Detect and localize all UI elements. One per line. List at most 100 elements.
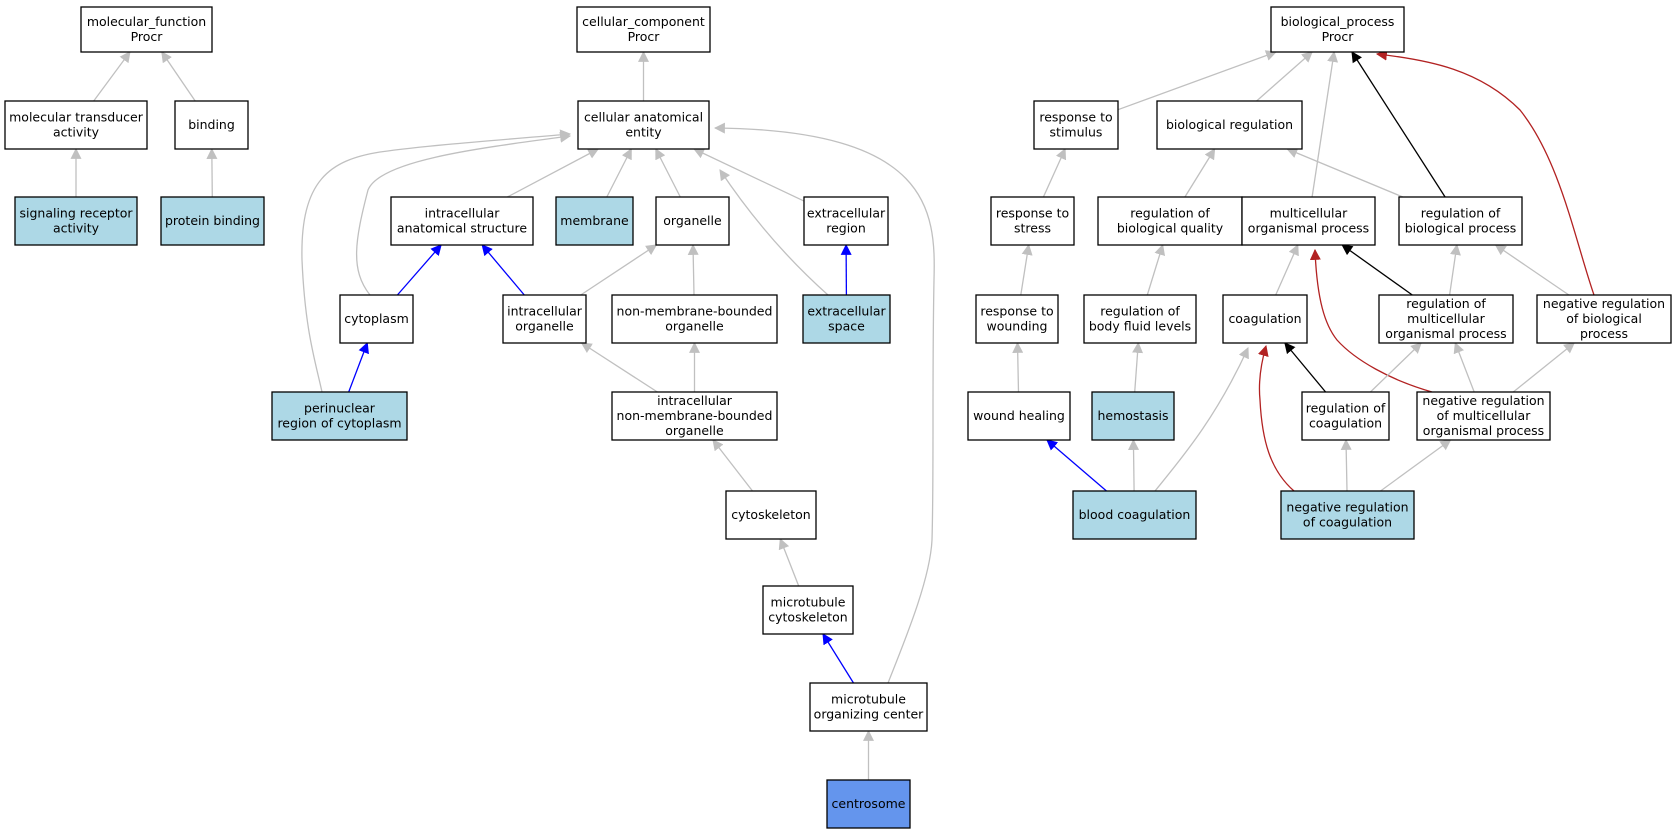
edge-nrc-to-coag <box>1257 344 1295 492</box>
node-breg[interactable]: biological regulation <box>1156 100 1303 150</box>
node-coag[interactable]: coagulation <box>1222 294 1308 344</box>
node-box <box>174 100 249 150</box>
node-label-line: regulation of <box>1100 304 1180 319</box>
edge-prc-to-cae <box>301 129 572 393</box>
node-box <box>655 196 730 246</box>
node-box <box>160 196 265 246</box>
edge-rcoag-to-coag <box>1284 342 1327 393</box>
node-label-line: perinuclear <box>304 401 376 416</box>
edge-nrbp-to-rbp <box>1494 244 1570 296</box>
node-label-line: membrane <box>560 213 629 228</box>
edge-io-to-organelle <box>580 244 658 296</box>
node-box <box>725 490 817 540</box>
node-label-line: intracellular <box>425 206 501 221</box>
edge-mta-to-mf <box>93 51 131 102</box>
edge-nmbo-to-organelle <box>687 243 699 296</box>
node-binding[interactable]: binding <box>174 100 249 150</box>
node-wh[interactable]: wound healing <box>967 391 1071 441</box>
edge-io-to-ias <box>481 244 525 296</box>
node-box <box>803 196 889 246</box>
node-label-line: wounding <box>987 319 1048 334</box>
node-label-line: hemostasis <box>1097 408 1168 423</box>
node-label-line: biological regulation <box>1166 117 1293 132</box>
node-box <box>339 294 414 344</box>
edge-mop-to-bp <box>1311 50 1339 198</box>
node-label-line: organismal process <box>1248 221 1369 236</box>
node-label-line: cytoplasm <box>344 311 409 326</box>
node-box <box>990 196 1075 246</box>
node-label-line: organelle <box>515 319 574 334</box>
node-centrosome[interactable]: centrosome <box>826 779 911 829</box>
node-membrane[interactable]: membrane <box>555 196 634 246</box>
edge-rmop-to-rbp <box>1448 243 1461 296</box>
node-cytoskeleton[interactable]: cytoskeleton <box>725 490 817 540</box>
node-label-line: Procr <box>628 29 661 44</box>
node-label-line: cytoskeleton <box>768 610 847 625</box>
node-label-line: molecular transducer <box>9 110 144 125</box>
node-box <box>390 196 534 246</box>
node-cytoplasm[interactable]: cytoplasm <box>339 294 414 344</box>
node-label-line: non-membrane-bounded <box>617 408 773 423</box>
node-hemo[interactable]: hemostasis <box>1091 391 1175 441</box>
node-box <box>1241 196 1376 246</box>
edge-rts-to-bp <box>1117 50 1277 111</box>
node-label-line: organelle <box>665 423 724 438</box>
node-inmbo[interactable]: intracellularnon-membrane-boundedorganel… <box>611 391 778 441</box>
node-box <box>1280 490 1415 540</box>
node-label-line: region <box>826 221 866 236</box>
edge-prc-to-cytoplasm <box>348 341 369 393</box>
edge-organelle-to-cae <box>655 148 681 198</box>
node-label-line: extracellular <box>807 304 886 319</box>
node-box <box>1378 294 1514 344</box>
edge-rcoag-to-rmop <box>1369 342 1422 393</box>
node-label-line: binding <box>188 117 235 132</box>
node-box <box>1536 294 1672 344</box>
edge-binding-to-mf <box>161 51 196 102</box>
node-label-line: extracellular <box>807 206 886 221</box>
node-box <box>271 391 408 441</box>
node-label-line: microtubule <box>831 692 906 707</box>
node-label-line: negative regulation <box>1543 296 1665 311</box>
edge-er-to-cae <box>693 148 805 202</box>
node-box <box>1301 391 1390 441</box>
node-pb[interactable]: protein binding <box>160 196 265 246</box>
node-box <box>1097 196 1243 246</box>
node-label-line: molecular_function <box>87 14 206 29</box>
node-label-line: multicellular <box>1407 311 1486 326</box>
node-box <box>809 682 928 732</box>
node-label-line: region of cytoplasm <box>277 416 401 431</box>
node-bc[interactable]: blood coagulation <box>1072 490 1197 540</box>
edge-mtc-to-cytoskeleton <box>778 537 800 587</box>
node-organelle[interactable]: organelle <box>655 196 730 246</box>
edge-nrmop-to-nrbp <box>1512 342 1576 393</box>
edge-mtoc-to-mtc <box>822 633 855 684</box>
node-label-line: coagulation <box>1309 416 1382 431</box>
node-label-line: of multicellular <box>1437 408 1532 423</box>
